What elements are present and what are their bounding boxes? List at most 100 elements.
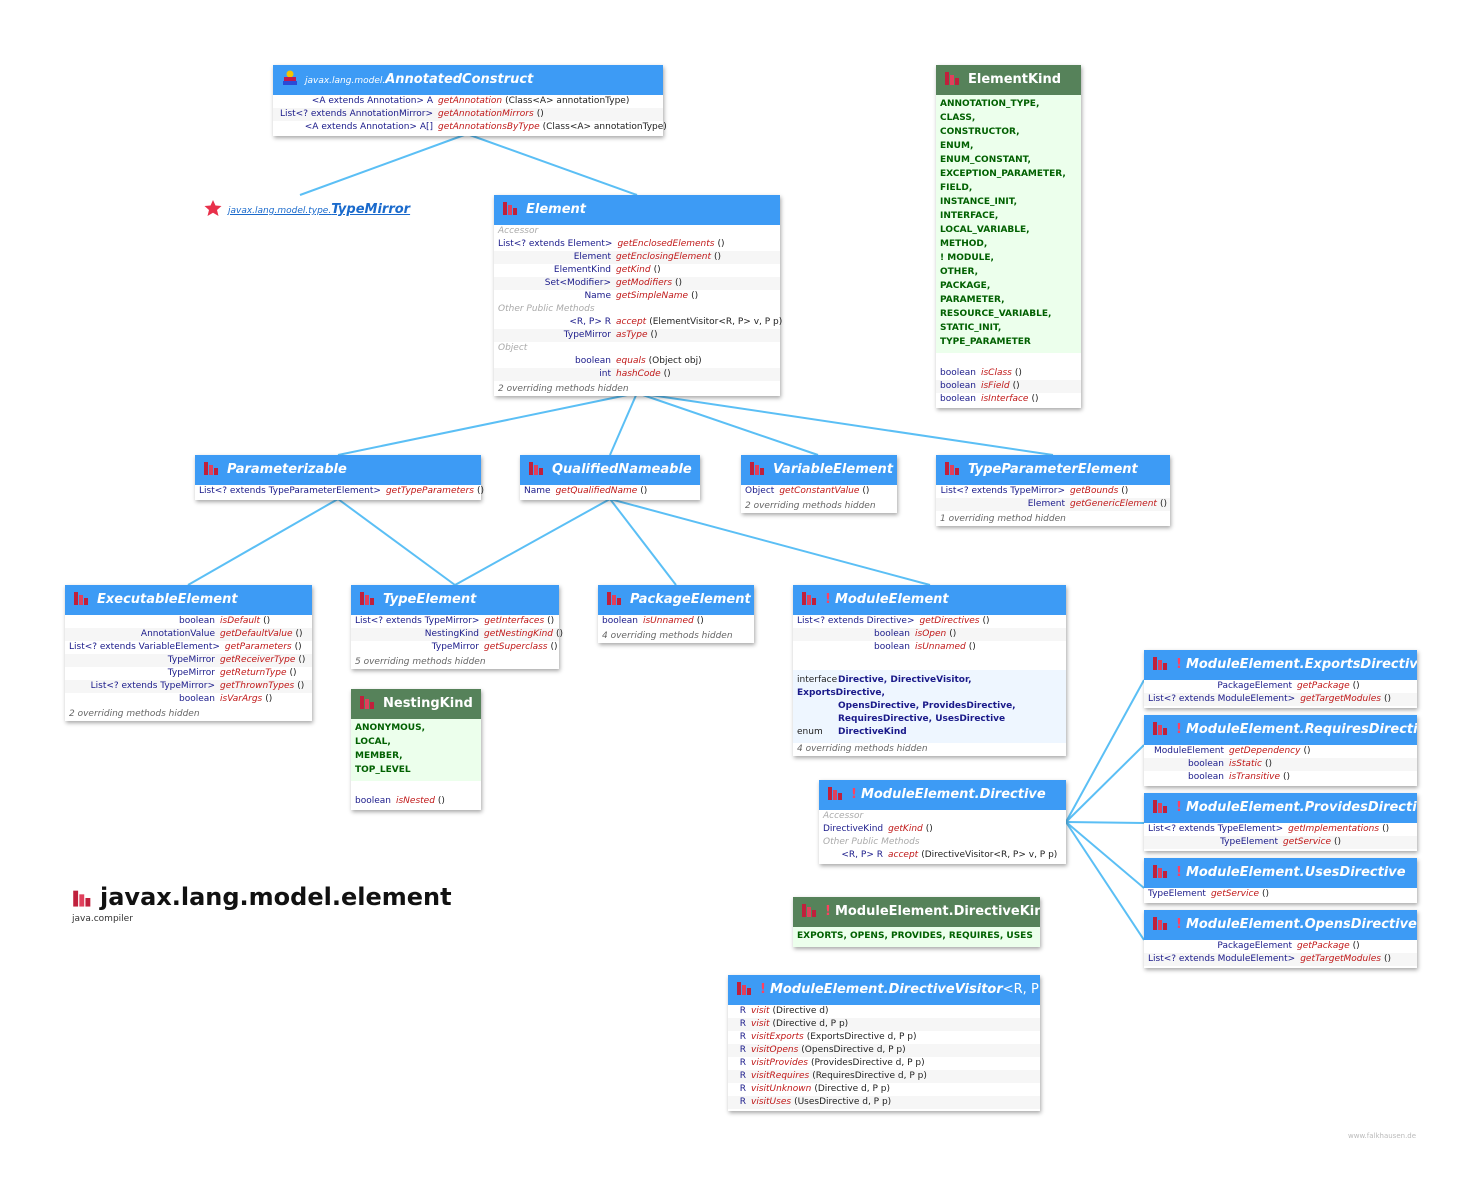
requires-directive-box[interactable]: !ModuleElement.RequiresDirective ModuleE… xyxy=(1144,715,1417,786)
uses-directive-box[interactable]: !ModuleElement.UsesDirective TypeElement… xyxy=(1144,858,1417,903)
method-row[interactable]: <A extends Annotation> A[]getAnnotations… xyxy=(273,121,667,134)
enum-constant[interactable]: INSTANCE_INIT, xyxy=(940,197,1018,207)
directive-kind-box[interactable]: !ModuleElement.DirectiveKind EXPORTS, OP… xyxy=(793,897,1040,947)
parameterizable-box[interactable]: Parameterizable List<? extends TypeParam… xyxy=(195,455,484,500)
enum-constant[interactable]: ENUM_CONSTANT, xyxy=(940,155,1031,165)
enum-constant[interactable]: INTERFACE, xyxy=(940,211,999,221)
method-row[interactable]: List<? extends TypeParameterElement>getT… xyxy=(195,485,484,498)
enum-constant[interactable]: RESOURCE_VARIABLE, xyxy=(940,309,1052,319)
enum-constant[interactable]: LOCAL_VARIABLE, xyxy=(940,225,1030,235)
typemirror-link[interactable]: javax.lang.model.type.TypeMirror xyxy=(204,200,410,217)
enum-constant[interactable]: EXPORTS, OPENS, PROVIDES, REQUIRES, USES xyxy=(797,931,1033,941)
nesting-kind-box[interactable]: NestingKind ANONYMOUS,LOCAL,MEMBER,TOP_L… xyxy=(351,689,481,810)
enum-constant[interactable]: ANONYMOUS, xyxy=(355,723,426,733)
enum-constant[interactable]: ENUM, xyxy=(940,141,974,151)
method-row[interactable]: List<? extends VariableElement>getParame… xyxy=(65,641,312,654)
nested-type-names[interactable]: Directive, DirectiveVisitor, ExportsDire… xyxy=(797,675,972,698)
method-row[interactable]: List<? extends AnnotationMirror>getAnnot… xyxy=(273,108,663,121)
element-kind-box[interactable]: ElementKind ANNOTATION_TYPE,CLASS,CONSTR… xyxy=(936,65,1081,408)
enum-constant[interactable]: CONSTRUCTOR, xyxy=(940,127,1020,137)
directive-visitor-box[interactable]: !ModuleElement.DirectiveVisitor<R, P> Rv… xyxy=(728,975,1040,1111)
enum-constant[interactable]: LOCAL, xyxy=(355,737,391,747)
enum-constant[interactable]: ANNOTATION_TYPE, xyxy=(940,99,1040,109)
enum-constant[interactable]: FIELD, xyxy=(940,183,973,193)
nested-type-names[interactable]: OpensDirective, ProvidesDirective, xyxy=(838,701,1016,711)
enum-constant[interactable]: ! MODULE, xyxy=(940,253,994,263)
enum-constant[interactable]: METHOD, xyxy=(940,239,988,249)
opens-directive-box[interactable]: !ModuleElement.OpensDirective PackageEle… xyxy=(1144,910,1417,968)
enum-constant[interactable]: PARAMETER, xyxy=(940,295,1005,305)
enum-constant[interactable]: EXCEPTION_PARAMETER, xyxy=(940,169,1066,179)
enum-constant[interactable]: STATIC_INIT, xyxy=(940,323,1002,333)
enum-constant[interactable]: MEMBER, xyxy=(355,751,403,761)
method-row[interactable]: List<? extends TypeMirror>getThrownTypes… xyxy=(65,680,312,693)
annotated-construct-box[interactable]: javax.lang.model.AnnotatedConstruct <A e… xyxy=(273,65,667,136)
method-row[interactable]: List<? extends TypeElement>getImplementa… xyxy=(1144,823,1417,836)
method-row[interactable]: List<? extends ModuleElement>getTargetMo… xyxy=(1144,693,1417,706)
method-row[interactable]: List<? extends TypeMirror>getInterfaces(… xyxy=(351,615,559,628)
method-row[interactable]: List<? extends TypeMirror>getBounds() xyxy=(936,485,1170,498)
nested-type-names[interactable]: DirectiveKind xyxy=(838,727,907,737)
method-row[interactable]: Set<Modifier>getModifiers() xyxy=(494,277,780,290)
module-element-box[interactable]: !ModuleElement List<? extends Directive>… xyxy=(793,585,1066,756)
type-parameter-element-box[interactable]: TypeParameterElement List<? extends Type… xyxy=(936,455,1170,526)
enum-constant[interactable]: TYPE_PARAMETER xyxy=(940,337,1031,347)
enum-constant[interactable]: OTHER, xyxy=(940,267,978,277)
method-row[interactable]: List<? extends Directive>getDirectives() xyxy=(793,615,1066,628)
enum-constant[interactable]: TOP_LEVEL xyxy=(355,765,411,775)
method-row[interactable]: List<? extends ModuleElement>getTargetMo… xyxy=(1144,953,1417,966)
method-row[interactable]: List<? extends Element>getEnclosedElemen… xyxy=(494,238,780,251)
enum-constant[interactable]: PACKAGE, xyxy=(940,281,991,291)
type-element-box[interactable]: TypeElement List<? extends TypeMirror>ge… xyxy=(351,585,563,669)
nested-type-names[interactable]: RequiresDirective, UsesDirective xyxy=(838,714,1006,724)
enum-constant[interactable]: CLASS, xyxy=(940,113,976,123)
provides-directive-box[interactable]: !ModuleElement.ProvidesDirective List<? … xyxy=(1144,793,1417,851)
